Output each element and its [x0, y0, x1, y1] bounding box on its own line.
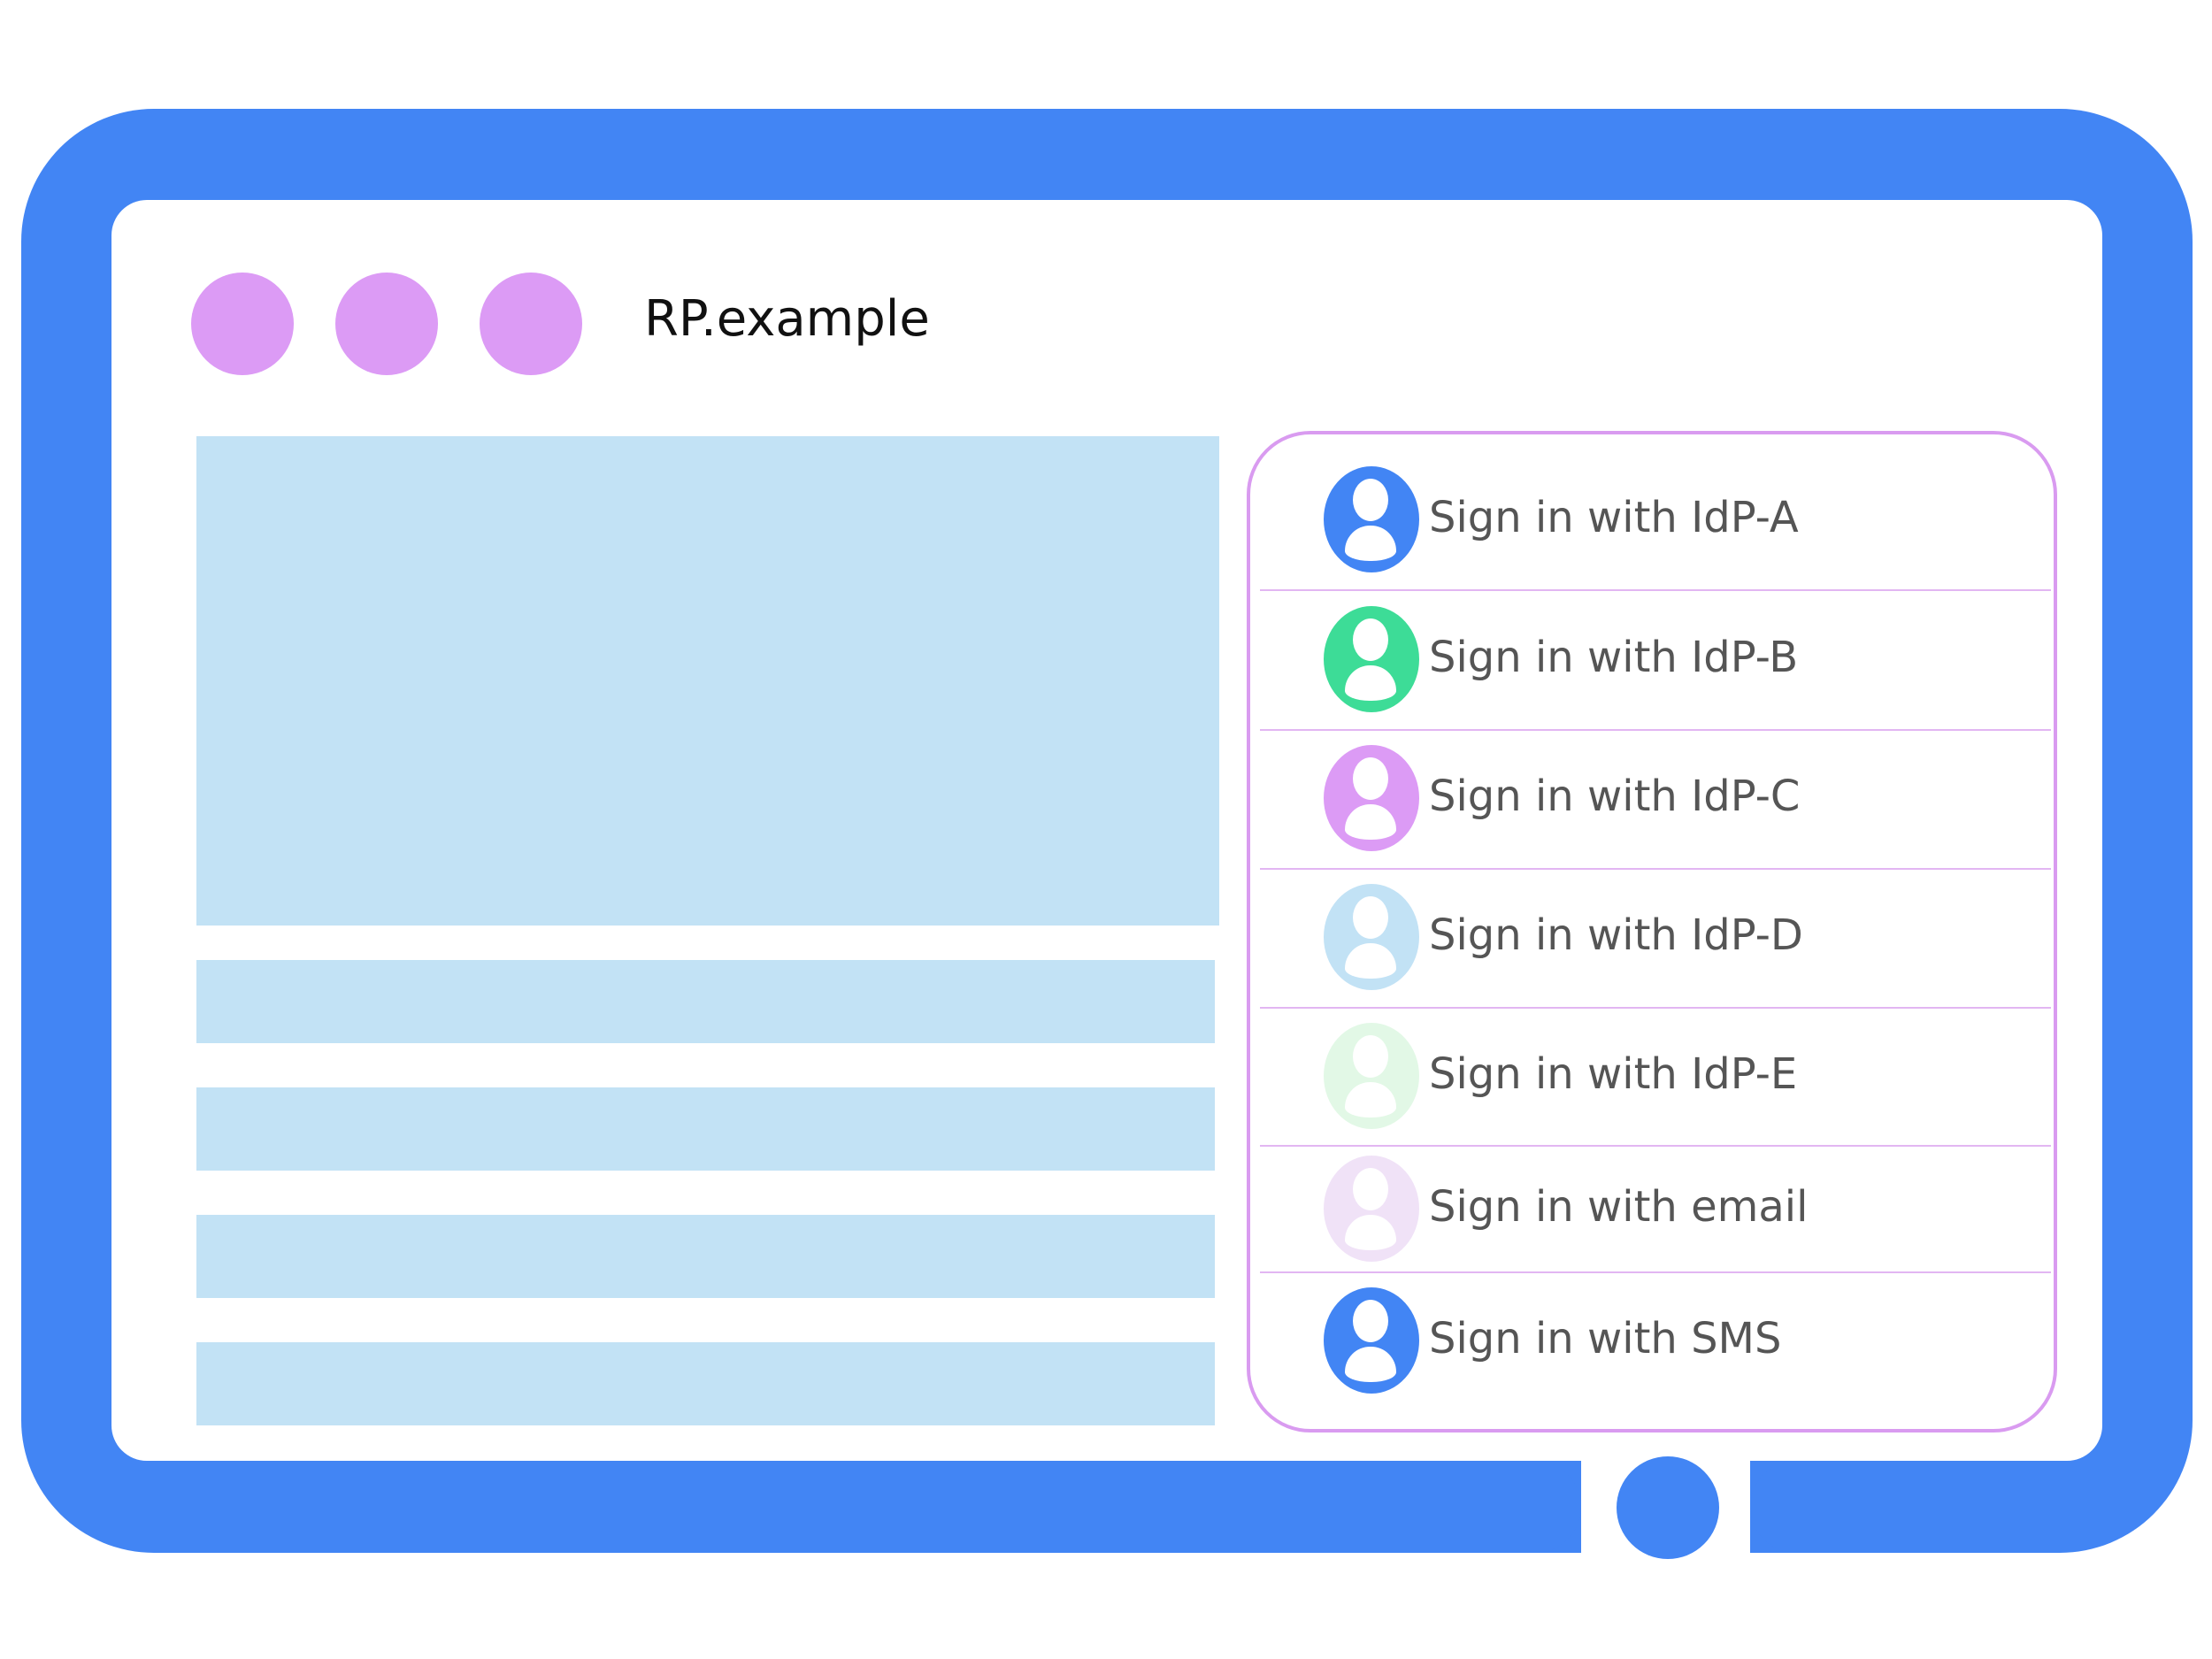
user-avatar-icon	[1324, 466, 1419, 572]
divider	[1260, 1271, 2051, 1273]
sign-in-option-label: Sign in with SMS	[1429, 1314, 1782, 1363]
sign-in-option-label: Sign in with IdP-B	[1429, 633, 1799, 682]
sign-in-option-label: Sign in with IdP-C	[1429, 772, 1801, 821]
user-avatar-icon	[1324, 1287, 1419, 1394]
divider	[1260, 589, 2051, 591]
sign-in-option-label: Sign in with IdP-D	[1429, 910, 1803, 960]
sign-in-option-label: Sign in with email	[1429, 1182, 1809, 1232]
window-dot[interactable]	[335, 273, 438, 375]
user-avatar-icon	[1324, 606, 1419, 712]
divider	[1260, 1145, 2051, 1147]
user-avatar-icon	[1324, 745, 1419, 851]
site-title: RP.example	[644, 290, 930, 348]
content-line-placeholder	[196, 960, 1215, 1043]
content-image-placeholder	[196, 436, 1219, 926]
sign-in-option-label: Sign in with IdP-A	[1429, 493, 1799, 542]
user-avatar-icon	[1324, 1156, 1419, 1262]
window-dot[interactable]	[480, 273, 582, 375]
user-avatar-icon	[1324, 884, 1419, 990]
divider	[1260, 868, 2051, 870]
divider	[1260, 1007, 2051, 1009]
content-line-placeholder	[196, 1342, 1215, 1425]
frame-bottom-left-end	[1495, 1461, 1581, 1553]
user-avatar-icon	[1324, 1023, 1419, 1129]
home-button[interactable]	[1617, 1456, 1719, 1559]
sign-in-option-label: Sign in with IdP-E	[1429, 1049, 1798, 1099]
content-line-placeholder	[196, 1215, 1215, 1298]
frame-bottom-right-end	[1750, 1461, 1836, 1553]
content-line-placeholder	[196, 1087, 1215, 1171]
window-dot[interactable]	[191, 273, 294, 375]
divider	[1260, 729, 2051, 731]
